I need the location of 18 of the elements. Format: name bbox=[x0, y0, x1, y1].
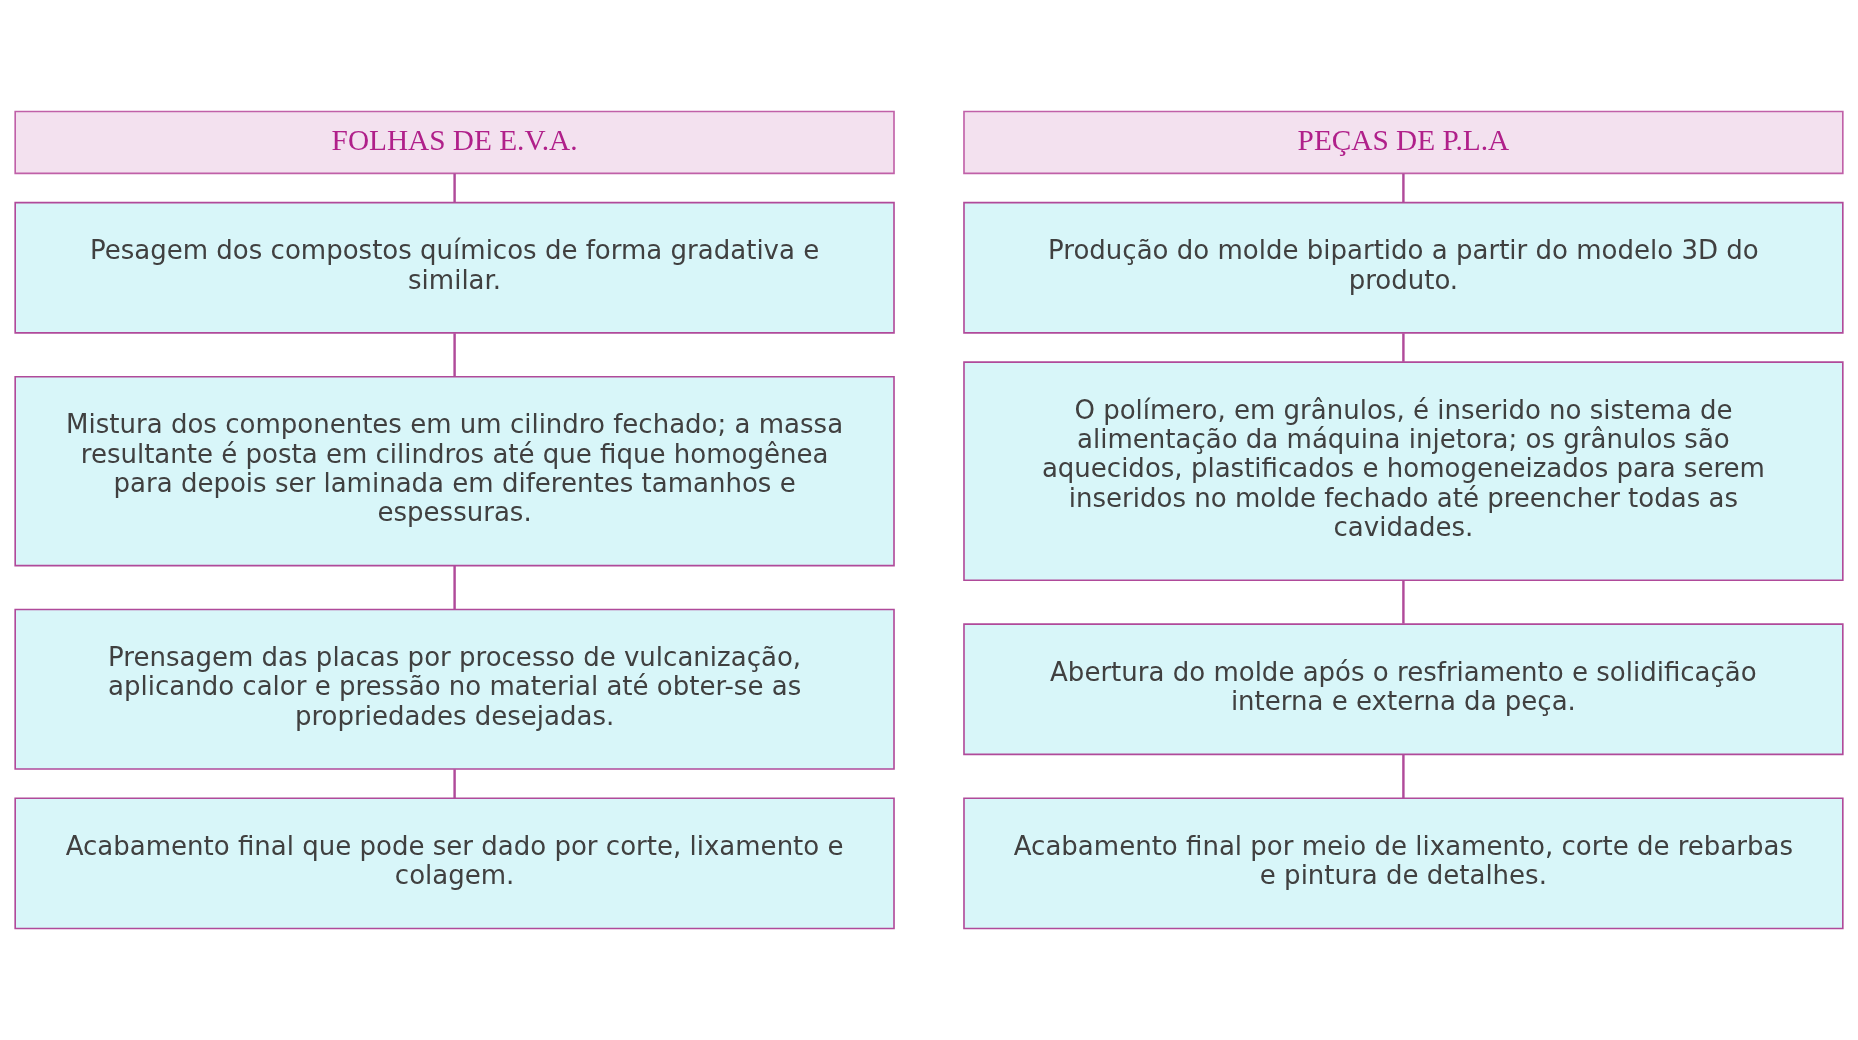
node-box: O polímero, em grânulos, é inserido no sistema de alimentação da máquina injetora; os grânulos são aquecidos, plastificados e homogeneizados para serem inseridos no molde fechado até preencher todas as cavidades. bbox=[963, 361, 1844, 582]
node-box: PEÇAS DE P.L.A bbox=[963, 110, 1844, 175]
node-box: Abertura do molde após o resfriamento e solidificação interna e externa da peça. bbox=[963, 623, 1844, 756]
node-box: FOLHAS DE E.V.A. bbox=[14, 110, 895, 175]
connector bbox=[453, 769, 456, 799]
node-box: Mistura dos componentes em um cilindro fechado; a massa resultante é posta em cilindros até que fique homogênea para depois ser laminada em diferentes tamanhos e espessuras. bbox=[14, 375, 895, 567]
node-box: Produção do molde bipartido a partir do modelo 3D do produto. bbox=[963, 201, 1844, 334]
node-box: Acabamento final que pode ser dado por corte, lixamento e colagem. bbox=[14, 797, 895, 930]
connector bbox=[1402, 173, 1405, 203]
connector bbox=[1402, 754, 1405, 799]
connector bbox=[453, 565, 456, 610]
node-box: Acabamento final por meio de lixamento, corte de rebarbas e pintura de detalhes. bbox=[963, 797, 1844, 930]
connector bbox=[453, 173, 456, 203]
connector bbox=[1402, 580, 1405, 624]
connector bbox=[453, 333, 456, 377]
node-box: Pesagem dos compostos químicos de forma gradativa e similar. bbox=[14, 201, 895, 334]
connector bbox=[1402, 333, 1405, 362]
node-box: Prensagem das placas por processo de vulcanização, aplicando calor e pressão no material até obter-se as propriedades desejadas. bbox=[14, 608, 895, 770]
